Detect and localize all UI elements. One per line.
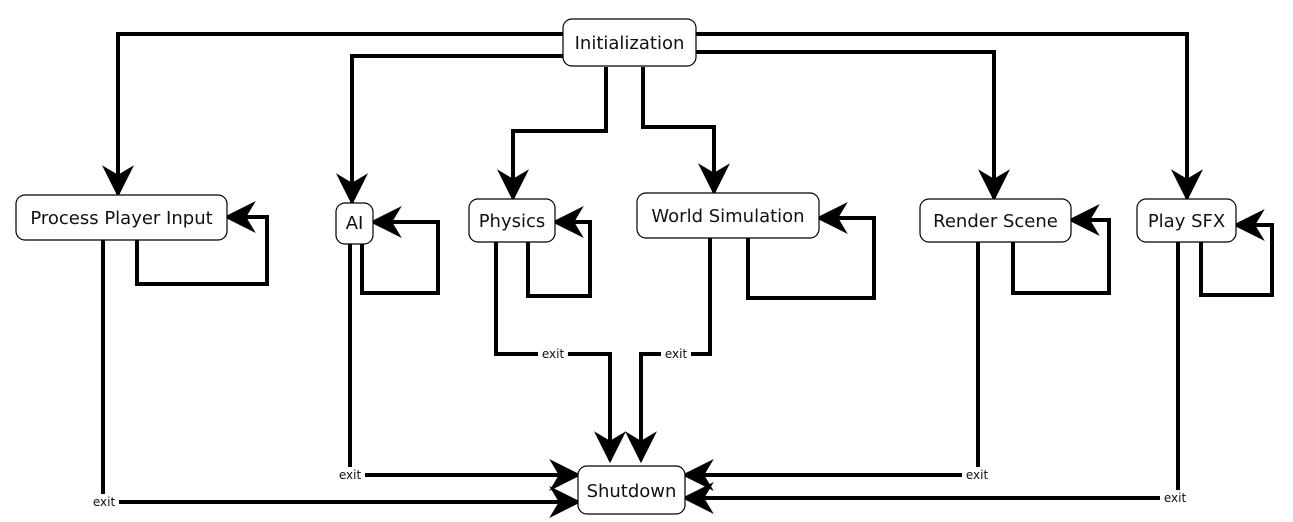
node-render-scene: Render Scene <box>919 198 1072 243</box>
loop-physics <box>526 206 592 298</box>
svg-text:exit: exit <box>339 468 362 482</box>
edge-init-to-render-scene <box>696 50 1010 202</box>
svg-text:exit: exit <box>542 347 565 361</box>
node-world-simulation: World Simulation <box>636 192 820 239</box>
edge-init-to-play-sfx <box>696 32 1203 202</box>
node-label: Physics <box>479 211 546 232</box>
node-play-sfx: Play SFX <box>1136 198 1237 243</box>
edge-init-to-process-player-input <box>102 32 563 198</box>
node-physics: Physics <box>468 198 556 243</box>
node-label: Process Player Input <box>30 208 212 229</box>
node-label: AI <box>346 213 364 234</box>
exit-label-ai: exit <box>335 467 365 483</box>
exit-label-world-simulation: exit <box>661 346 691 362</box>
edge-init-to-world-simulation <box>641 67 730 196</box>
exit-label-process-player-input: exit <box>89 494 119 510</box>
svg-text:exit: exit <box>966 468 989 482</box>
node-ai: AI <box>335 202 374 245</box>
node-label: Initialization <box>575 33 685 54</box>
node-label: Play SFX <box>1148 211 1225 232</box>
svg-text:exit: exit <box>665 347 688 361</box>
loop-ai <box>360 206 440 295</box>
node-shutdown: Shutdown <box>577 465 686 515</box>
exit-edge-process-player-input <box>101 240 582 518</box>
edge-init-to-physics <box>497 67 608 202</box>
exit-label-render-scene: exit <box>962 467 992 483</box>
node-label: Shutdown <box>587 481 677 502</box>
exit-label-play-sfx: exit <box>1160 490 1190 506</box>
exit-edge-render-scene <box>681 242 980 491</box>
exit-edge-play-sfx <box>681 242 1180 514</box>
loop-process-player-input <box>135 201 269 286</box>
node-label: Render Scene <box>933 211 1058 232</box>
node-process-player-input: Process Player Input <box>15 194 228 241</box>
edge-init-to-ai <box>336 54 563 206</box>
node-label: World Simulation <box>651 206 804 227</box>
exit-label-physics: exit <box>538 346 568 362</box>
loop-play-sfx <box>1199 209 1274 297</box>
svg-text:exit: exit <box>1164 491 1187 505</box>
loop-render-scene <box>1011 204 1111 295</box>
loop-world-simulation <box>746 202 876 300</box>
svg-text:exit: exit <box>93 495 116 509</box>
node-initialization: Initialization <box>562 18 697 67</box>
